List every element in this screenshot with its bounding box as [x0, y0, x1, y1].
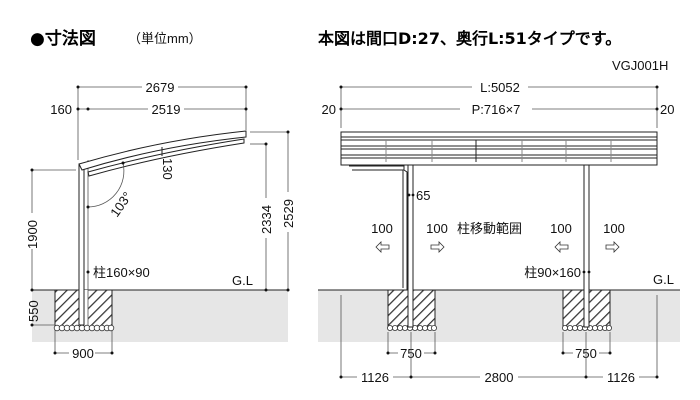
- label-mask: [69, 346, 95, 360]
- ground-level-label: G.L: [653, 272, 674, 287]
- dimension-dot: [339, 107, 343, 111]
- dimension-dot: [244, 107, 248, 111]
- post-height-dimension: 1900: [25, 220, 40, 249]
- dimension-dot: [76, 107, 80, 111]
- overhang-left-dimension: 1126: [361, 370, 389, 385]
- section-title: ●寸法図: [30, 28, 96, 49]
- post-size-label: 柱90×160: [524, 265, 581, 280]
- unit-note: （単位mm）: [128, 31, 202, 46]
- move-right-1: 100: [426, 221, 448, 236]
- embed-depth-dimension: 550: [26, 300, 41, 322]
- dimension-dot: [286, 130, 290, 134]
- label-mask: [357, 370, 393, 384]
- dimension-dot: [286, 288, 290, 292]
- label-mask: [142, 79, 178, 93]
- dimension-dot: [76, 85, 80, 89]
- label-mask: [148, 101, 184, 115]
- dimension-dot: [655, 85, 659, 89]
- offset-dimension: 160: [50, 102, 72, 117]
- movement-arrows: [375, 241, 620, 253]
- side-view: 2679 2519 160 130 103° 1900 550 900 2334: [25, 79, 296, 361]
- roof-depth-dimension: 2519: [152, 102, 181, 117]
- label-mask: [281, 192, 295, 232]
- edge-left-dimension: 20: [322, 102, 336, 117]
- move-left-2: 100: [550, 221, 572, 236]
- dimension-dot: [264, 288, 268, 292]
- dimension-dot: [110, 351, 114, 355]
- edge-right-dimension: 20: [660, 102, 674, 117]
- length-dimension: L:5052: [480, 80, 520, 95]
- move-range-label: 柱移動範囲: [457, 221, 522, 236]
- diagram-note: 本図は間口D:27、奥行L:51タイプです。: [318, 29, 621, 48]
- gutter-pipe-inner: [352, 169, 404, 288]
- roof-beam: [87, 138, 245, 177]
- ground-level-label: G.L: [232, 273, 253, 288]
- post-size-label: 柱160×90: [93, 265, 150, 280]
- angle-arc: [87, 162, 125, 208]
- dimension-dot: [433, 351, 437, 355]
- roof: [78, 130, 247, 171]
- dimension-dot: [264, 142, 268, 146]
- dimension-dot: [339, 85, 343, 89]
- clear-height-dimension: 2334: [259, 205, 274, 234]
- dimension-dot: [561, 351, 565, 355]
- footing-width-dimension: 900: [72, 346, 94, 361]
- label-mask: [480, 370, 518, 384]
- model-code: VGJ001H: [612, 58, 668, 73]
- dimension-dot: [30, 168, 34, 172]
- angle-label: 103°: [107, 189, 135, 220]
- dimension-dot: [584, 375, 588, 379]
- dimension-dot: [386, 351, 390, 355]
- gutter-pipe: [349, 165, 408, 290]
- pitch-dimension: P:716×7: [472, 102, 521, 117]
- arrow-left-icon: [375, 241, 390, 253]
- move-right-2: 100: [603, 221, 625, 236]
- front-view: L:5052 P:716×7 20 20 65 100 100 柱移動範囲 10…: [318, 79, 680, 385]
- total-depth-dimension: 2679: [146, 80, 175, 95]
- dimension-dot: [407, 193, 411, 197]
- label-mask: [472, 79, 528, 93]
- post: [78, 164, 85, 326]
- dimension-dot: [53, 351, 57, 355]
- dimension-dot: [244, 85, 248, 89]
- dimension-dot: [339, 375, 343, 379]
- arrow-left-icon: [554, 241, 569, 253]
- label-mask: [25, 213, 39, 249]
- dimension-dot: [655, 107, 659, 111]
- beam-height-dimension: 130: [160, 158, 175, 180]
- dimension-dot: [587, 270, 591, 274]
- label-mask: [460, 101, 532, 115]
- total-height-dimension: 2529: [281, 199, 296, 228]
- label-mask: [603, 370, 639, 384]
- dimension-dot: [30, 323, 34, 327]
- label-mask: [259, 198, 273, 238]
- post-span-dimension: 2800: [485, 370, 514, 385]
- overhang-right-dimension: 1126: [607, 370, 635, 385]
- gravel: [53, 324, 115, 332]
- arrow-right-icon: [430, 241, 445, 253]
- dimension-dot: [655, 375, 659, 379]
- dimension-dot: [86, 205, 90, 209]
- gutter-offset-dimension: 65: [416, 188, 430, 203]
- move-left-1: 100: [371, 221, 393, 236]
- dimension-dot: [86, 270, 90, 274]
- dimension-dot: [411, 193, 415, 197]
- ground-area: [318, 290, 680, 342]
- dimension-dot: [30, 288, 34, 292]
- dimension-dot: [582, 270, 586, 274]
- dimension-dot: [121, 161, 125, 165]
- gravel: [386, 324, 613, 331]
- dimension-dot: [409, 375, 413, 379]
- dimension-dot: [86, 107, 90, 111]
- arrow-right-icon: [605, 241, 620, 253]
- roof-panel: [340, 131, 658, 166]
- dimension-dot: [608, 351, 612, 355]
